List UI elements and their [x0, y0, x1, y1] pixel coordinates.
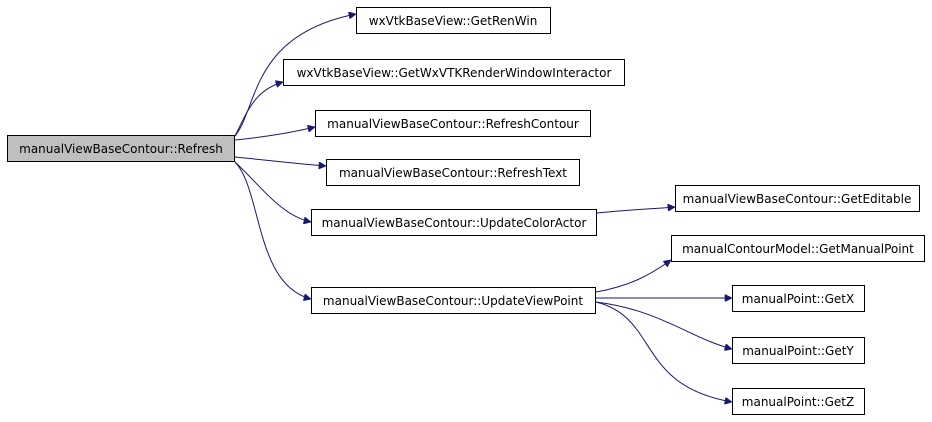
node-getx-label: manualPoint::GetX — [742, 292, 854, 306]
node-getrenwin[interactable]: wxVtkBaseView::GetRenWin — [356, 7, 551, 34]
node-getmanualpoint-label: manualContourModel::GetManualPoint — [682, 242, 914, 256]
edge-refresh-getwxvtk — [234, 82, 283, 137]
nodes: manualViewBaseContour::Refresh wxVtkBase… — [7, 7, 925, 415]
edge-updateviewpoint-getz — [595, 301, 732, 402]
edge-updatecoloractor-geteditable — [596, 207, 675, 214]
node-getz-label: manualPoint::GetZ — [742, 395, 854, 409]
node-refresh-label: manualViewBaseContour::Refresh — [19, 142, 223, 156]
node-geteditable-label: manualViewBaseContour::GetEditable — [683, 192, 912, 206]
node-refreshcontour-label: manualViewBaseContour::RefreshContour — [327, 117, 579, 131]
node-getz[interactable]: manualPoint::GetZ — [732, 388, 865, 415]
node-geteditable[interactable]: manualViewBaseContour::GetEditable — [675, 185, 920, 212]
node-getwxvtk[interactable]: wxVtkBaseView::GetWxVTKRenderWindowInter… — [283, 59, 625, 86]
edges — [234, 14, 732, 402]
node-gety-label: manualPoint::GetY — [742, 344, 854, 358]
edge-refresh-getrenwin — [234, 14, 356, 137]
node-getx[interactable]: manualPoint::GetX — [732, 285, 865, 312]
node-updateviewpoint-label: manualViewBaseContour::UpdateViewPoint — [323, 294, 583, 308]
edge-updateviewpoint-gety — [595, 301, 732, 349]
node-refreshcontour[interactable]: manualViewBaseContour::RefreshContour — [315, 110, 591, 137]
node-gety[interactable]: manualPoint::GetY — [732, 337, 865, 364]
node-refreshtext-label: manualViewBaseContour::RefreshText — [339, 166, 567, 180]
node-updatecoloractor[interactable]: manualViewBaseContour::UpdateColorActor — [311, 209, 597, 236]
edge-refresh-refreshtext — [234, 156, 326, 166]
edge-updateviewpoint-getmanualpoint — [595, 260, 671, 293]
node-getwxvtk-label: wxVtkBaseView::GetWxVTKRenderWindowInter… — [297, 66, 612, 80]
edge-refresh-updateviewpoint — [234, 161, 311, 299]
node-updatecoloractor-label: manualViewBaseContour::UpdateColorActor — [322, 216, 587, 230]
node-refreshtext[interactable]: manualViewBaseContour::RefreshText — [326, 159, 580, 186]
node-getmanualpoint[interactable]: manualContourModel::GetManualPoint — [671, 235, 925, 262]
edge-refresh-refreshcontour — [234, 127, 315, 141]
edge-refresh-updatecoloractor — [234, 161, 311, 222]
node-updateviewpoint[interactable]: manualViewBaseContour::UpdateViewPoint — [311, 287, 596, 314]
node-refresh[interactable]: manualViewBaseContour::Refresh — [7, 135, 235, 162]
node-getrenwin-label: wxVtkBaseView::GetRenWin — [369, 14, 538, 28]
